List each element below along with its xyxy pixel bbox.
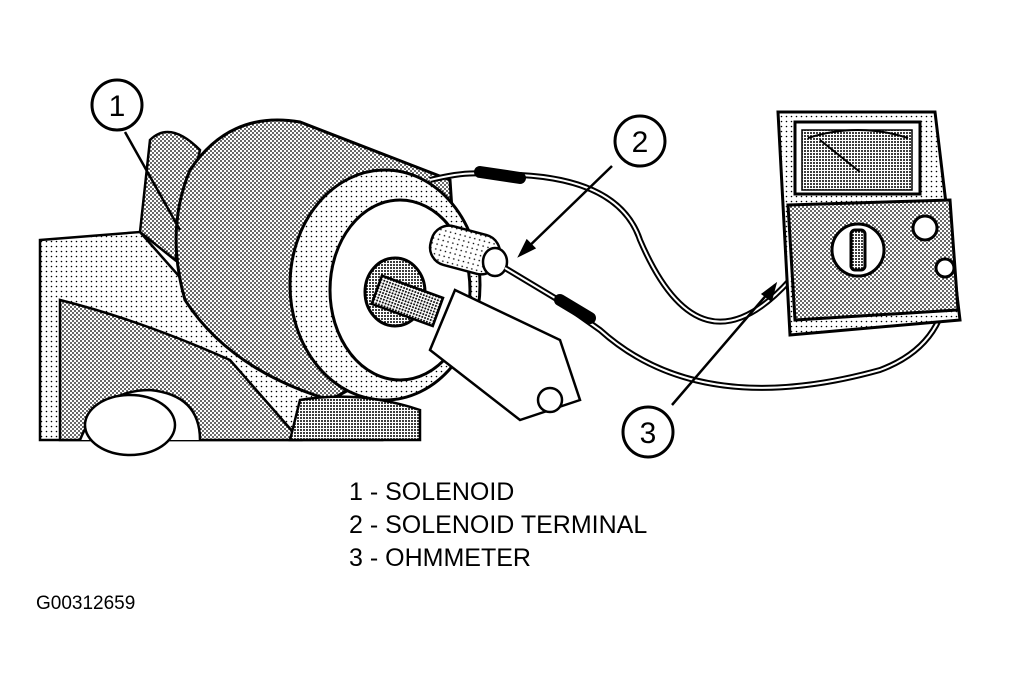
callout-leaders <box>123 131 778 406</box>
callout-2-number: 2 <box>632 126 649 159</box>
legend-item-solenoid: 1 - SOLENOID <box>349 478 515 506</box>
legend: 1 - SOLENOID 2 - SOLENOID TERMINAL 3 - O… <box>349 476 647 575</box>
legend-item-solenoid-terminal: 2 - SOLENOID TERMINAL <box>349 511 648 539</box>
callout-3: 3 <box>621 405 675 459</box>
callout-1-number: 1 <box>109 90 126 123</box>
legend-item-ohmmeter: 3 - OHMMETER <box>349 544 531 572</box>
figure-id: G00312659 <box>36 593 136 614</box>
ohmmeter <box>776 110 962 337</box>
solenoid-terminals <box>288 224 582 442</box>
callout-1: 1 <box>90 78 144 132</box>
callout-2: 2 <box>613 114 667 168</box>
callout-3-number: 3 <box>640 417 657 450</box>
